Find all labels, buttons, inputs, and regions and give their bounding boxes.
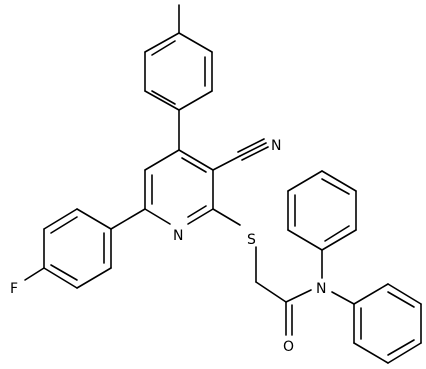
- svg-text:O: O: [283, 339, 294, 355]
- n-phenyl-ring-lower: [353, 283, 422, 364]
- atom-label-sulfur: S: [247, 232, 256, 248]
- thioether-bond: [212, 208, 241, 226]
- amide-n-bonds: [321, 249, 355, 305]
- tolyl-ring: [144, 32, 213, 111]
- fluoro-bond: [24, 267, 45, 281]
- atom-label-pyridine-n: N: [173, 228, 183, 244]
- atom-label-amide-n: N: [316, 281, 326, 297]
- svg-text:F: F: [10, 281, 18, 297]
- fluorophenyl-link-bond: [110, 208, 146, 230]
- pyridine-ring: [144, 149, 214, 225]
- nitrile-group: [212, 138, 269, 171]
- atom-label-nitrile-n: N: [271, 138, 281, 154]
- fluorophenyl-ring: [43, 208, 112, 289]
- svg-text:N: N: [271, 138, 281, 154]
- carbonyl-group: [285, 289, 312, 336]
- methylene-chain: [255, 246, 287, 303]
- svg-text:S: S: [247, 232, 256, 248]
- atom-label-carbonyl-o: O: [283, 339, 294, 355]
- atom-label-fluorine: F: [10, 281, 18, 297]
- n-phenyl-ring-upper: [287, 170, 357, 251]
- svg-text:N: N: [173, 228, 183, 244]
- svg-text:N: N: [316, 281, 326, 297]
